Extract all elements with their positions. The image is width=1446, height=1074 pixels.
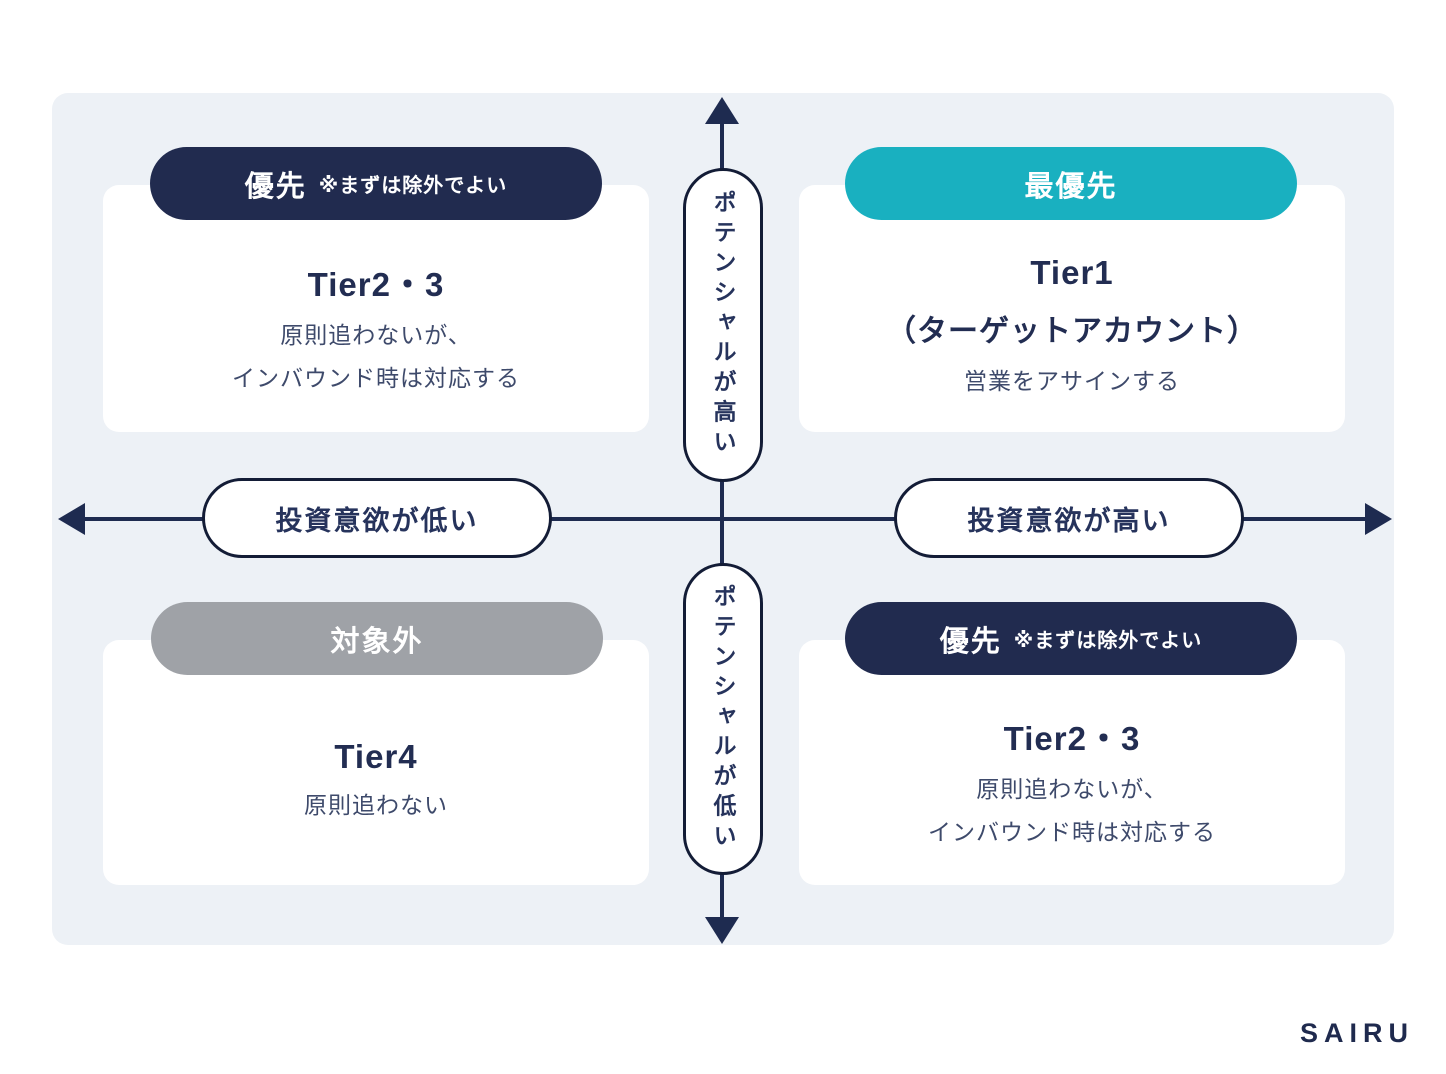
quadrant-description: 原則追わない: [304, 784, 448, 827]
axis-label-text: ポテンシャルが高い: [710, 190, 736, 460]
quadrant-title: Tier2・3: [1003, 719, 1141, 757]
arrow-up-icon: [705, 97, 739, 124]
priority-badge-bottom-left: 対象外: [151, 602, 603, 675]
quadrant-description: 原則追わないが、 インバウンド時は対応する: [232, 314, 520, 399]
badge-note: ※まずは除外でよい: [1013, 630, 1203, 652]
badge-label: 優先: [939, 625, 1002, 658]
priority-badge-top-right: 最優先: [845, 147, 1297, 220]
quadrant-title: Tier1: [1030, 254, 1114, 292]
priority-badge-bottom-right: 優先 ※まずは除外でよい: [845, 602, 1297, 675]
quadrant-card-top-right: Tier1 （ターゲットアカウント） 営業をアサインする: [799, 185, 1345, 432]
quadrant-card-bottom-right: Tier2・3 原則追わないが、 インバウンド時は対応する: [799, 640, 1345, 885]
quadrant-card-bottom-left: Tier4 原則追わない: [103, 640, 649, 885]
quadrant-subtitle: （ターゲットアカウント）: [886, 315, 1258, 349]
badge-note: ※まずは除外でよい: [318, 175, 508, 197]
quadrant-description: 原則追わないが、 インバウンド時は対応する: [928, 768, 1216, 853]
vertical-axis-line: [720, 112, 724, 932]
y-axis-label-top: ポテンシャルが高い: [683, 168, 763, 482]
axis-label-text: ポテンシャルが低い: [710, 584, 736, 854]
description-line: 原則追わない: [304, 792, 448, 819]
badge-label: 対象外: [330, 625, 424, 658]
description-line: インバウンド時は対応する: [232, 364, 520, 391]
x-axis-label-left: 投資意欲が低い: [202, 478, 552, 558]
x-axis-label-right: 投資意欲が高い: [894, 478, 1244, 558]
quadrant-title: Tier4: [334, 738, 418, 776]
quadrant-title: Tier2・3: [307, 265, 445, 303]
horizontal-axis-line: [70, 517, 1372, 521]
arrow-left-icon: [58, 503, 85, 535]
description-line: インバウンド時は対応する: [928, 818, 1216, 845]
axis-label-text: 投資意欲が高い: [967, 505, 1171, 536]
badge-label: 最優先: [1024, 170, 1118, 203]
y-axis-label-bottom: ポテンシャルが低い: [683, 563, 763, 875]
arrow-down-icon: [705, 917, 739, 944]
description-line: 営業をアサインする: [964, 368, 1180, 395]
description-line: 原則追わないが、: [976, 775, 1168, 802]
priority-badge-top-left: 優先 ※まずは除外でよい: [150, 147, 602, 220]
axis-label-text: 投資意欲が低い: [275, 505, 479, 536]
quadrant-card-top-left: Tier2・3 原則追わないが、 インバウンド時は対応する: [103, 185, 649, 432]
badge-label: 優先: [244, 170, 307, 203]
description-line: 原則追わないが、: [280, 321, 472, 348]
quadrant-description: 営業をアサインする: [964, 360, 1180, 403]
sairu-logo: SAIRU: [1299, 1018, 1414, 1048]
arrow-right-icon: [1365, 503, 1392, 535]
